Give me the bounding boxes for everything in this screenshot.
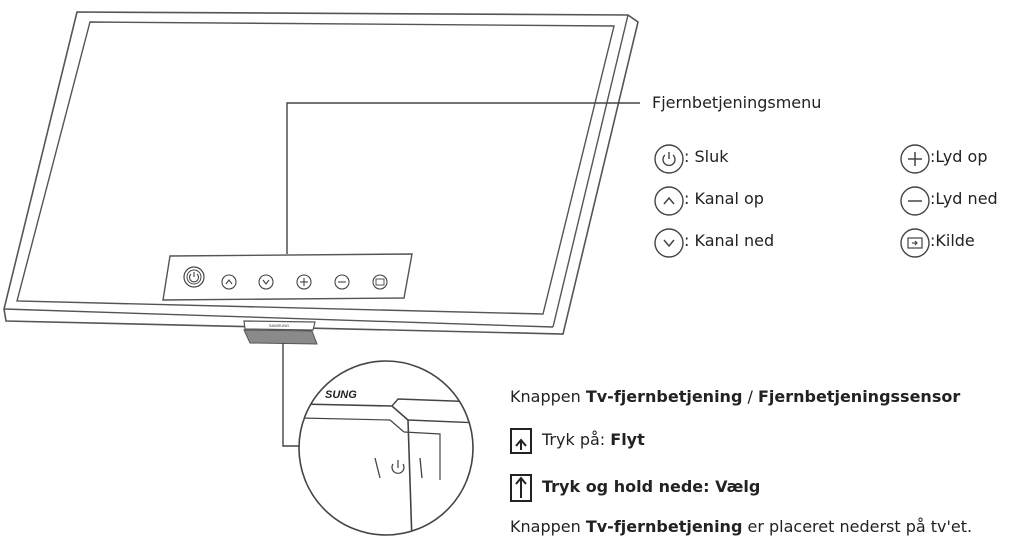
tv-bottom-logo-tab	[243, 320, 316, 331]
hold-select-text: Tryk og hold nede: Vælg	[542, 477, 761, 496]
legend-minus-icon	[900, 186, 930, 216]
zoom-logo-text: SUNG	[325, 389, 357, 401]
tap-move-text: Tryk på: Flyt	[542, 430, 645, 449]
menu-bar-power-icon	[183, 266, 205, 288]
legend-plus-icon	[900, 144, 930, 174]
zoom-circle	[298, 360, 474, 536]
tv-control-button-area	[243, 329, 318, 345]
legend-plus-label: :Lyd op	[930, 147, 988, 166]
legend-source-icon	[900, 228, 930, 258]
button-heading: Knappen Tv-fjernbetjening / Fjernbetjeni…	[510, 387, 961, 406]
tap-move-icon	[510, 428, 532, 454]
zoom-power-button-icon	[391, 460, 405, 474]
legend-source-label: :Kilde	[930, 231, 975, 250]
menu-bar-chevron-down-icon	[258, 274, 274, 290]
menu-bar-source-icon	[372, 274, 388, 290]
menu-leader-line	[286, 102, 640, 254]
legend-chevron-up-label: : Kanal op	[684, 189, 764, 208]
hold-select-icon	[510, 474, 532, 502]
legend-chevron-up-icon	[654, 186, 684, 216]
button-location-note: Knappen Tv-fjernbetjening er placeret ne…	[510, 517, 973, 536]
legend-power-icon	[654, 144, 684, 174]
zoom-detail	[299, 361, 473, 535]
legend-power-label: : Sluk	[684, 147, 729, 166]
legend-chevron-down-icon	[654, 228, 684, 258]
menu-bar-plus-icon	[296, 274, 312, 290]
tv-screen	[16, 21, 615, 315]
legend-chevron-down-label: : Kanal ned	[684, 231, 775, 250]
legend-minus-label: :Lyd ned	[930, 189, 998, 208]
tv-logo-text: SAMSUNG	[269, 323, 289, 328]
menu-title: Fjernbetjeningsmenu	[652, 93, 822, 112]
menu-bar-minus-icon	[334, 274, 350, 290]
menu-bar-chevron-up-icon	[221, 274, 237, 290]
